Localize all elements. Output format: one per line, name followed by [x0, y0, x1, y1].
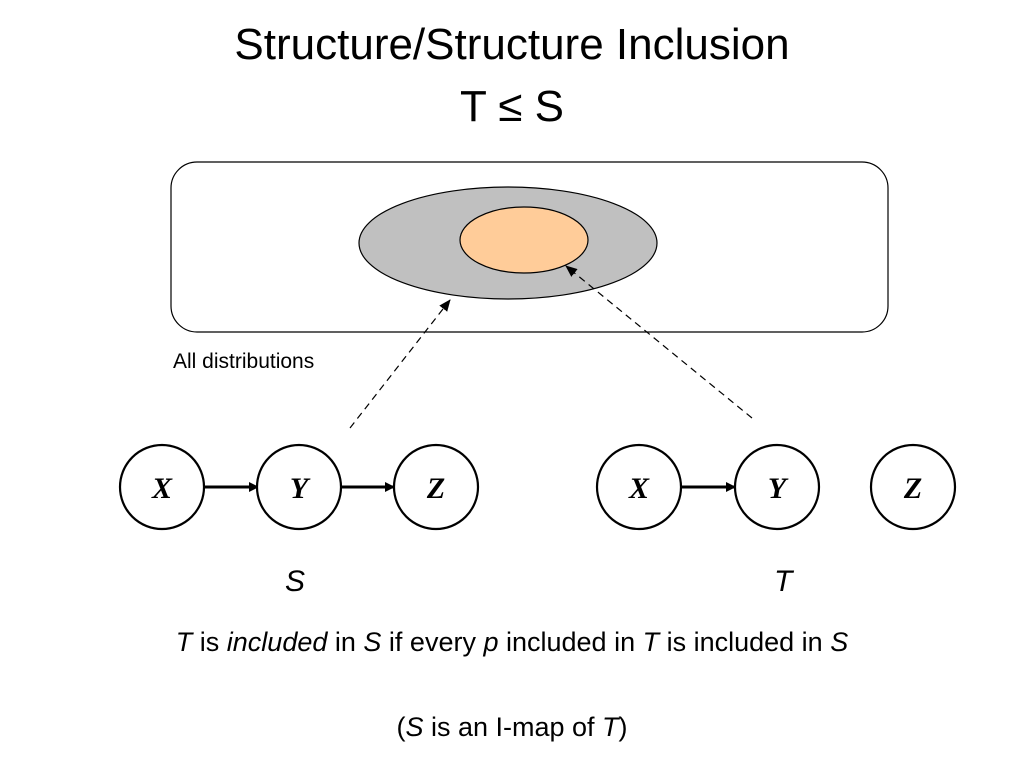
- caption-text: if every: [381, 627, 484, 657]
- node-S-X: X: [118, 443, 206, 531]
- note-T: T: [602, 712, 619, 742]
- node-label: Z: [903, 472, 922, 505]
- node-label: X: [151, 472, 173, 505]
- graph-T-name: T: [774, 565, 793, 598]
- node-label: Z: [426, 472, 445, 505]
- all-distributions-label: All distributions: [173, 350, 315, 373]
- note-S: S: [405, 712, 424, 742]
- paren-close: ): [618, 712, 628, 742]
- caption-T: T: [175, 627, 193, 657]
- node-label: Y: [290, 472, 311, 505]
- node-T-Z: Z: [869, 443, 957, 531]
- caption-text: is included in: [659, 627, 831, 657]
- caption-text: in: [327, 627, 364, 657]
- caption-T: T: [642, 627, 660, 657]
- mapping-arrow-T: [565, 265, 753, 419]
- mapping-arrow-S: [349, 299, 451, 429]
- graph-S-name: S: [285, 565, 306, 598]
- note-text: is an I-map of: [423, 712, 603, 742]
- inclusion-definition: T is included in S if every p included i…: [0, 626, 1024, 658]
- inner-distribution-set: [459, 206, 589, 274]
- caption-text: is: [192, 627, 227, 657]
- title-line-1: Structure/Structure Inclusion: [234, 20, 790, 69]
- node-T-Y: Y: [733, 443, 821, 531]
- caption-S: S: [830, 627, 849, 657]
- caption-included: included: [226, 627, 328, 657]
- imap-note: (S is an I-map of T): [0, 711, 1024, 743]
- node-T-X: X: [595, 443, 683, 531]
- node-S-Z: Z: [392, 443, 480, 531]
- paren-open: (: [396, 712, 406, 742]
- node-S-Y: Y: [255, 443, 343, 531]
- graph-T: X Y Z: [595, 443, 957, 531]
- node-label: Y: [768, 472, 789, 505]
- title-line-2: T ≤ S: [459, 82, 565, 131]
- caption-p: p: [483, 627, 499, 657]
- caption-text: included in: [498, 627, 643, 657]
- node-label: X: [628, 472, 650, 505]
- graph-S: X Y Z: [118, 443, 480, 531]
- caption-S: S: [363, 627, 382, 657]
